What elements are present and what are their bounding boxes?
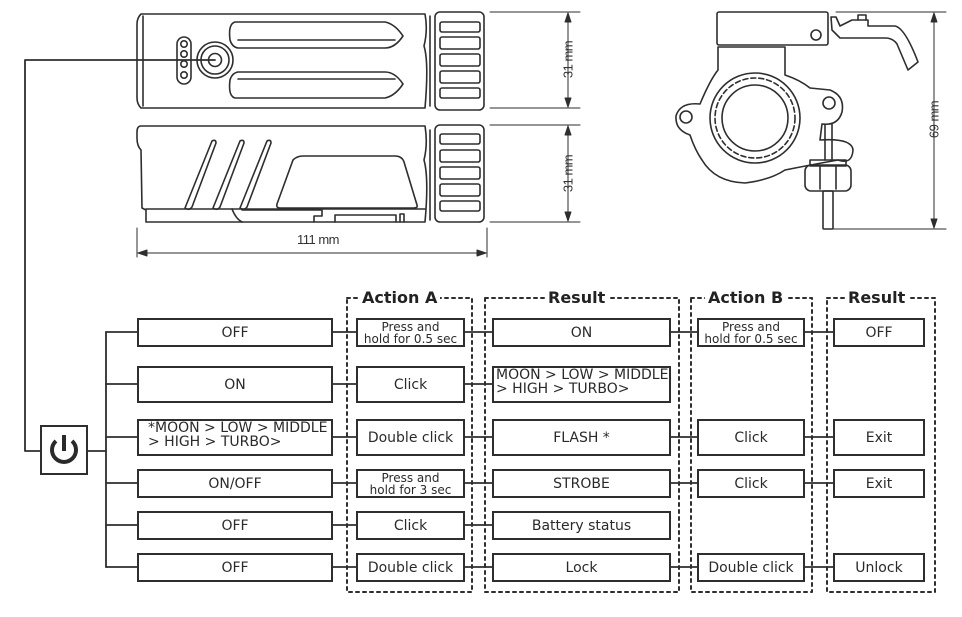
dimension-label-front-height: 31 mm (560, 40, 576, 79)
result-b-box: Unlock (833, 553, 925, 582)
state-box: *MOON > LOW > MIDDLE > HIGH > TURBO> (137, 419, 333, 456)
header-action-b: Action B (705, 289, 787, 307)
state-box: OFF (137, 553, 333, 582)
result-b-box: Exit (833, 469, 925, 498)
action-a-box: Click (356, 366, 465, 403)
action-a-box: Double click (356, 553, 465, 582)
state-line1: *MOON > LOW > MIDDLE (148, 420, 328, 436)
header-result-b: Result (845, 289, 909, 307)
action-b-line1: Press and (722, 319, 780, 334)
action-b-box: Press and hold for 0.5 sec (697, 318, 805, 347)
light-side-view (136, 124, 485, 223)
dimension-label-side-height: 31 mm (560, 154, 576, 193)
handlebar-mount-drawing (675, 11, 919, 230)
action-a-box: Press and hold for 3 sec (356, 469, 465, 498)
dimension-label-mount-height: 69 mm (926, 100, 942, 139)
action-a-line2: hold for 0.5 sec (363, 331, 458, 346)
header-action-a: Action A (359, 289, 441, 307)
action-a-line2: hold for 3 sec (369, 482, 452, 497)
result-a-box: MOON > LOW > MIDDLE > HIGH > TURBO> (492, 366, 671, 403)
action-b-line2: hold for 0.5 sec (704, 331, 798, 346)
dimension-lines (136, 11, 947, 258)
dimension-label-length: 111 mm (296, 232, 340, 247)
state-line2: > HIGH > TURBO> (148, 434, 282, 450)
light-top-view (136, 11, 485, 111)
header-result-a: Result (545, 289, 609, 307)
action-b-box: Click (697, 419, 805, 456)
result-a-box: FLASH * (492, 419, 671, 456)
state-box: OFF (137, 511, 333, 540)
result-a-box: Battery status (492, 511, 671, 540)
action-a-line1: Press and (381, 319, 440, 334)
connector-lines (24, 59, 834, 568)
result-a-line1: MOON > LOW > MIDDLE (496, 367, 669, 383)
result-b-box: OFF (833, 318, 925, 347)
action-a-line1: Press and (381, 470, 440, 485)
state-box: ON (137, 366, 333, 403)
state-box: OFF (137, 318, 333, 347)
result-a-box: STROBE (492, 469, 671, 498)
action-a-box: Double click (356, 419, 465, 456)
result-a-line2: > HIGH > TURBO> (496, 381, 630, 397)
action-a-box: Click (356, 511, 465, 540)
result-b-box: Exit (833, 419, 925, 456)
state-box: ON/OFF (137, 469, 333, 498)
power-icon (50, 435, 78, 464)
action-a-box: Press and hold for 0.5 sec (356, 318, 465, 347)
action-b-box: Double click (697, 553, 805, 582)
action-b-box: Click (697, 469, 805, 498)
result-a-box: Lock (492, 553, 671, 582)
power-button (40, 425, 88, 475)
result-a-box: ON (492, 318, 671, 347)
